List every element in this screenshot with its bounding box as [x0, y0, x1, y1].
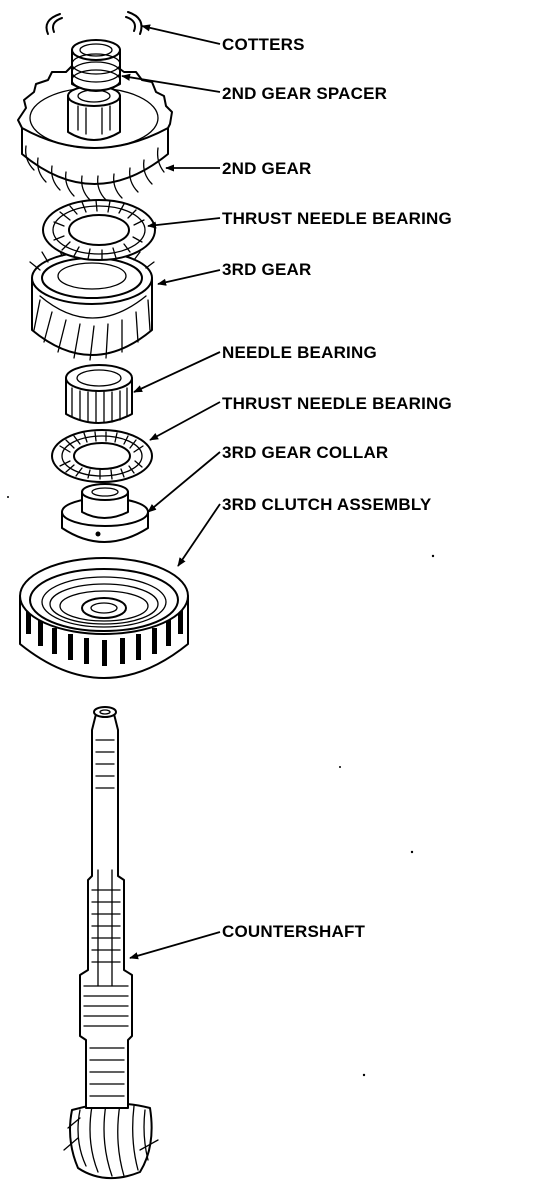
leader-third-gear-collar: [147, 451, 221, 513]
label-countershaft: COUNTERSHAFT: [222, 922, 366, 941]
label-second-gear: 2ND GEAR: [222, 159, 311, 178]
leader-thrust-needle-bearing-lower: [149, 401, 221, 441]
second-gear-teeth: [25, 145, 165, 201]
label-cotters: COTTERS: [222, 35, 305, 54]
label-third-clutch-assembly: 3RD CLUTCH ASSEMBLY: [222, 495, 432, 514]
third-clutch-assembly-part: [19, 483, 189, 679]
second-gear-part: [17, 63, 173, 201]
third-gear-collar-part: [61, 483, 149, 543]
clutch-inner-plates: [49, 583, 159, 625]
scan-speckles: [7, 496, 435, 1077]
label-needle-bearing: NEEDLE BEARING: [222, 343, 377, 362]
callout-labels: COTTERS 2ND GEAR SPACER 2ND GEAR THRUST …: [222, 35, 452, 941]
label-third-gear: 3RD GEAR: [222, 260, 311, 279]
label-third-gear-collar: 3RD GEAR COLLAR: [222, 443, 388, 462]
leader-lines: [121, 24, 221, 960]
label-thrust-needle-bearing-upper: THRUST NEEDLE BEARING: [222, 209, 452, 228]
leader-thrust-needle-bearing-upper: [147, 217, 221, 229]
countershaft-splines: [83, 739, 129, 1097]
leader-third-clutch-assembly: [177, 503, 221, 567]
label-second-gear-spacer: 2ND GEAR SPACER: [222, 84, 387, 103]
leader-needle-bearing: [133, 351, 221, 393]
upper-bearing-needles: [53, 199, 145, 261]
thrust-needle-bearing-lower-part: [51, 429, 153, 483]
clutch-drum-slots: [26, 610, 183, 666]
thrust-needle-bearing-upper-part: [42, 199, 156, 261]
second-gear-spacer-part: [71, 39, 121, 92]
needle-bearing-part: [65, 364, 133, 424]
third-gear-teeth: [33, 299, 151, 361]
countershaft-part: [63, 706, 159, 1180]
leader-third-gear: [157, 269, 221, 286]
leader-countershaft: [129, 931, 221, 960]
leader-cotters: [141, 24, 221, 45]
countershaft-pinion-gear: [63, 1102, 159, 1180]
leader-second-gear-spacer: [121, 73, 221, 93]
label-thrust-needle-bearing-lower: THRUST NEEDLE BEARING: [222, 394, 452, 413]
cotters-part: [45, 11, 143, 35]
third-gear-part: [29, 241, 155, 361]
